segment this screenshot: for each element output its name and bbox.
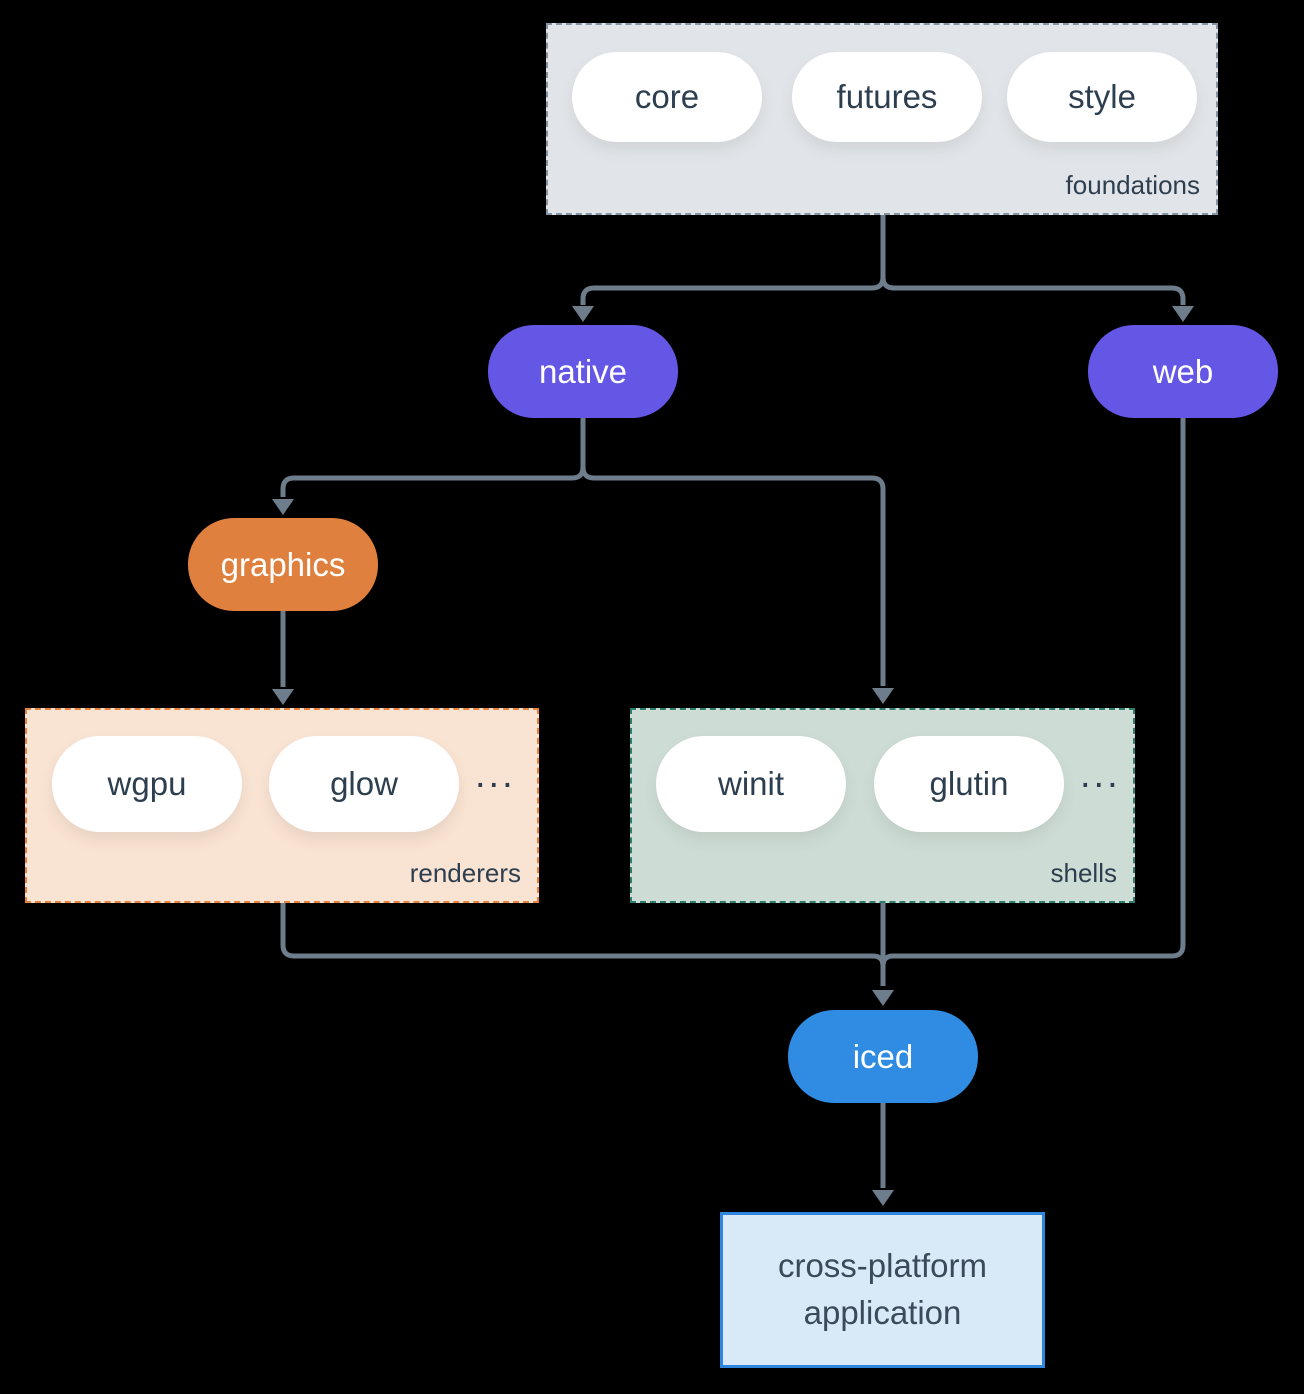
arrowhead-web [1172, 306, 1194, 322]
group-renderers: wgpu glow ... renderers [25, 708, 539, 903]
edge-foundations-web [880, 276, 1186, 305]
arrowhead-graphics [272, 499, 294, 515]
group-foundations: core futures style foundations [546, 23, 1218, 215]
pill-core: core [572, 52, 762, 142]
label-foundations: foundations [1065, 170, 1200, 200]
node-graphics: graphics [188, 518, 378, 611]
arrowhead-iced [872, 990, 894, 1006]
edge-renderers-merge [280, 903, 886, 967]
node-iced: iced [788, 1010, 978, 1103]
edge-native-shells [580, 466, 886, 686]
arrowhead-shells [872, 688, 894, 704]
arrowhead-application [872, 1190, 894, 1206]
pill-style: style [1007, 52, 1197, 142]
node-native: native [488, 325, 678, 418]
pill-glutin: glutin [874, 736, 1064, 832]
application-box: cross-platform application [720, 1212, 1045, 1368]
ellipsis-renderers: ... [475, 754, 516, 796]
arrowhead-renderers [272, 689, 294, 705]
group-shells: winit glutin ... shells [630, 708, 1135, 903]
label-shells: shells [1050, 858, 1117, 888]
node-web: web [1088, 325, 1278, 418]
arrowhead-native [572, 306, 594, 322]
label-renderers: renderers [409, 858, 521, 888]
pill-winit: winit [656, 736, 846, 832]
ellipsis-shells: ... [1080, 754, 1121, 796]
edge-foundations-native [580, 276, 886, 305]
pill-futures: futures [792, 52, 982, 142]
edge-native-graphics [280, 466, 586, 497]
pill-wgpu: wgpu [52, 736, 242, 832]
pill-glow: glow [269, 736, 459, 832]
